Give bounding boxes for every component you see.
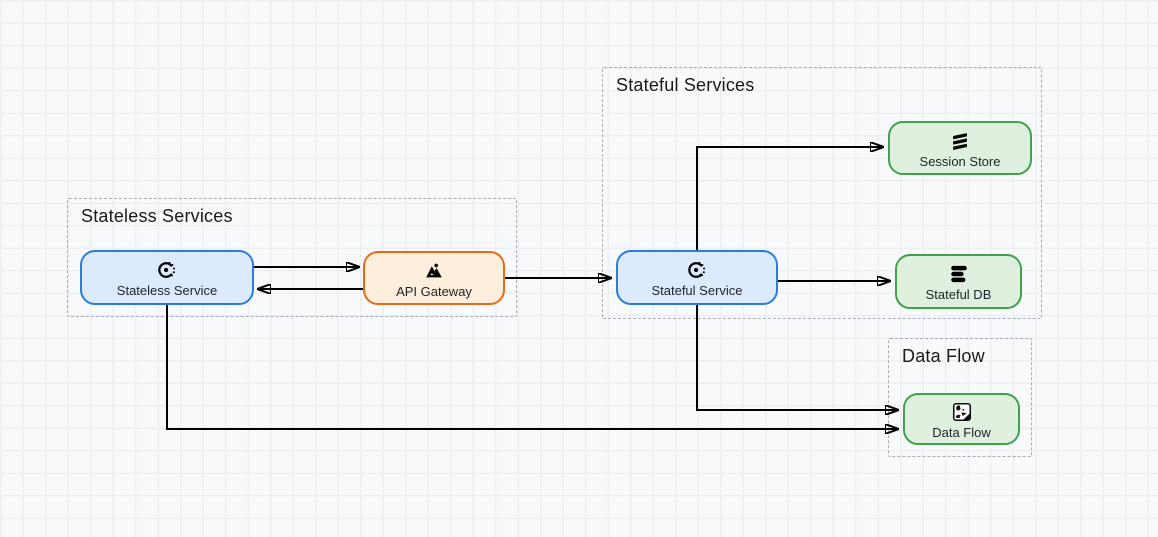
group-title: Stateful Services bbox=[616, 75, 755, 95]
group-title: Data Flow bbox=[902, 346, 985, 366]
group-title: Stateless Services bbox=[81, 206, 233, 226]
node-label: Stateful DB bbox=[925, 287, 992, 302]
service-icon bbox=[686, 259, 708, 281]
node-label: Stateful Service bbox=[651, 283, 743, 298]
node-api-gateway[interactable]: API Gateway bbox=[363, 251, 505, 305]
database-icon bbox=[948, 263, 970, 285]
node-stateful-db[interactable]: Stateful DB bbox=[895, 254, 1022, 309]
node-data-flow[interactable]: Data Flow bbox=[903, 393, 1020, 445]
node-label: Session Store bbox=[919, 153, 1001, 169]
api-gateway-icon bbox=[423, 260, 445, 282]
node-label: Data Flow bbox=[932, 424, 991, 440]
node-stateless-service[interactable]: Stateless Service bbox=[80, 250, 254, 305]
session-store-icon bbox=[949, 130, 971, 152]
edge-stateful-to-dataflow bbox=[696, 305, 898, 410]
node-label: API Gateway bbox=[396, 283, 472, 299]
dog-logo-icon bbox=[951, 401, 973, 423]
node-label: Stateless Service bbox=[116, 283, 218, 298]
service-icon bbox=[156, 259, 178, 281]
node-session-store[interactable]: Session Store bbox=[888, 121, 1032, 175]
edge-stateless-to-dataflow bbox=[166, 305, 898, 429]
node-stateful-service[interactable]: Stateful Service bbox=[616, 250, 778, 305]
